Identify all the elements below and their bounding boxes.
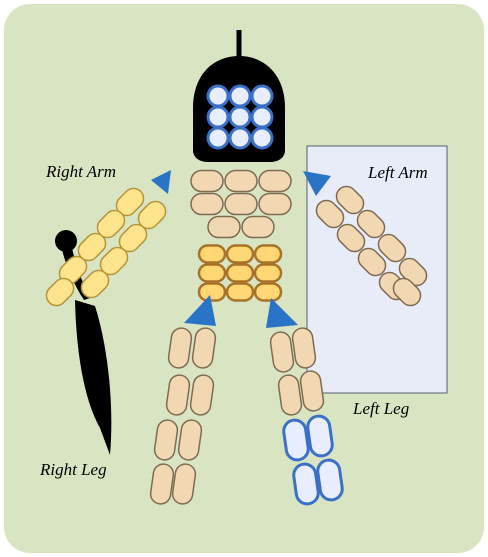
left-leg-lower-cell	[306, 415, 333, 458]
head-cell	[230, 128, 250, 148]
head-cell	[252, 86, 272, 106]
head-cell	[208, 107, 228, 127]
head-cell	[252, 107, 272, 127]
waist-cell	[255, 284, 281, 301]
head-cells	[208, 86, 272, 148]
waist-cell	[227, 284, 253, 301]
left-leg-lower-cell	[282, 419, 309, 462]
torso-cell	[225, 171, 257, 192]
torso-cell	[191, 194, 223, 215]
torso-cell	[259, 194, 291, 215]
left-leg-lower-cell	[292, 463, 319, 506]
waist-cell	[199, 284, 225, 301]
waist-cells	[199, 246, 281, 301]
torso-cell	[225, 194, 257, 215]
head-cell	[208, 128, 228, 148]
right-leg-label: Right Leg	[39, 460, 107, 479]
waist-cell	[199, 246, 225, 263]
torso-cell	[208, 217, 240, 238]
left-leg-label: Left Leg	[352, 399, 409, 418]
right-arm-label: Right Arm	[45, 162, 116, 181]
torso-cell	[242, 217, 274, 238]
head-cell	[230, 107, 250, 127]
waist-cell	[255, 246, 281, 263]
waist-cell	[199, 265, 225, 282]
left-leg-lower-cell	[316, 459, 343, 502]
waist-cell	[255, 265, 281, 282]
head-cell	[230, 86, 250, 106]
head-cell	[252, 128, 272, 148]
torso-cell	[259, 171, 291, 192]
waist-cell	[227, 265, 253, 282]
waist-cell	[227, 246, 253, 263]
left-arm-label: Left Arm	[367, 163, 428, 182]
torso-cell	[191, 171, 223, 192]
head-cell	[208, 86, 228, 106]
